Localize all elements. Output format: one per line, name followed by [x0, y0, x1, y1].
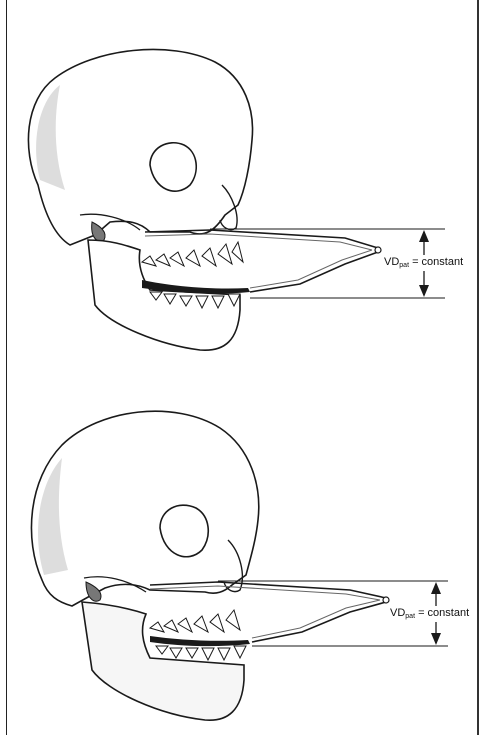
lower-teeth: [156, 646, 246, 660]
vd-constant-label-top: VDpat = constant: [384, 256, 463, 269]
facebow-upper-arm-inner: [145, 234, 372, 250]
skull-panel-top: VDpat = constant: [0, 0, 479, 370]
facebow-lower-arm-inner: [252, 600, 380, 638]
bite-tray: [150, 636, 250, 646]
dimension-arrow-up: [419, 230, 429, 242]
vd-constant-label-bottom: VDpat = constant: [390, 607, 469, 620]
skull-panel-bottom: VDpat = constant: [0, 370, 479, 735]
upper-teeth: [150, 610, 240, 632]
skull-illustration-bottom: [0, 370, 479, 735]
dimension-arrow-down: [431, 633, 441, 645]
dimension-arrow-up: [431, 582, 441, 594]
facebow-lower-arm: [252, 602, 386, 642]
skull-illustration-top: [0, 0, 479, 370]
facebow-lower-arm-inner: [250, 250, 372, 288]
facebow-hinge: [383, 597, 389, 603]
facebow-hinge: [375, 247, 381, 253]
upper-teeth: [142, 242, 243, 266]
facebow-lower-arm: [250, 252, 378, 292]
cranium-outline: [31, 411, 258, 606]
dimension-arrow-down: [419, 285, 429, 297]
cranium-outline: [28, 49, 252, 245]
